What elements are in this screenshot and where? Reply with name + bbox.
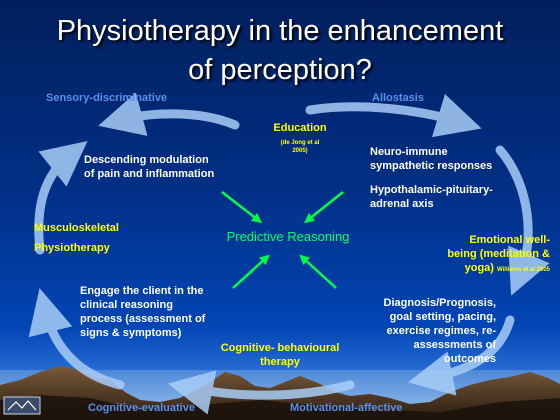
corner-label-motivational: Motivational-affective bbox=[290, 402, 403, 414]
engage-line-4: signs & symptoms) bbox=[80, 327, 182, 339]
neuro-immune-text: Neuro-immune sympathetic responses bbox=[370, 145, 492, 173]
emotional-line-1: Emotional well- bbox=[469, 234, 550, 246]
slide-title-line-2: of perception? bbox=[188, 54, 372, 86]
convergent-arrow-icon bbox=[221, 191, 262, 224]
logo-icon bbox=[3, 396, 41, 415]
diagnosis-line-3: exercise regimes, re- bbox=[386, 325, 496, 337]
musculoskeletal-label: Musculoskeletal bbox=[34, 222, 119, 234]
engage-line-1: Engage the client in the bbox=[80, 285, 204, 297]
emotional-line-3: yoga) bbox=[464, 262, 494, 274]
emotional-wellbeing-text: Emotional well- being (meditation & yoga… bbox=[400, 233, 550, 277]
education-citation: (de Jong et al 2005) bbox=[262, 139, 338, 155]
hpa-axis-text: Hypothalamic-pituitary- adrenal axis bbox=[370, 183, 493, 211]
hpa-line-2: adrenal axis bbox=[370, 198, 434, 210]
neuro-line-2: sympathetic responses bbox=[370, 160, 493, 172]
cycle-arrow-icon bbox=[495, 145, 550, 296]
cbt-line-2: therapy bbox=[260, 356, 300, 368]
emotional-line-2: being (meditation & bbox=[447, 248, 550, 260]
engage-line-2: clinical reasoning bbox=[80, 299, 173, 311]
engage-line-3: process (assessment of bbox=[80, 313, 206, 325]
diagnosis-line-4: assessments of bbox=[413, 339, 496, 351]
corner-label-allostasis: Allostasis bbox=[372, 92, 424, 104]
education-citation-line-2: 2005) bbox=[292, 148, 308, 154]
emotional-line-3-row: yoga) Williams et al 2005 bbox=[400, 261, 550, 277]
convergent-arrow-icon bbox=[232, 254, 270, 289]
cbt-text: Cognitive- behavioural therapy bbox=[210, 341, 350, 369]
predictive-reasoning-label: Predictive Reasoning bbox=[226, 229, 350, 244]
education-citation-line-1: (de Jong et al bbox=[280, 140, 320, 146]
descending-modulation-text: Descending modulation of pain and inflam… bbox=[84, 153, 214, 181]
cycle-arrow-icon bbox=[167, 370, 355, 415]
foreground-hills bbox=[0, 395, 560, 420]
convergent-arrow-icon bbox=[304, 191, 344, 224]
slide-title-line-1: Physiotherapy in the enhancement bbox=[56, 15, 504, 47]
corner-label-sensory: Sensory-discriminative bbox=[46, 92, 168, 104]
descending-line-1: Descending modulation bbox=[84, 154, 209, 166]
descending-line-2: of pain and inflammation bbox=[84, 168, 215, 180]
neuro-line-1: Neuro-immune bbox=[370, 146, 448, 158]
cycle-arrow-icon bbox=[28, 288, 125, 390]
emotional-citation: Williams et al 2005 bbox=[497, 267, 550, 273]
diagnosis-line-2: goal setting, pacing, bbox=[389, 311, 496, 323]
diagnosis-line-5: outcomes bbox=[444, 353, 496, 365]
education-label: Education bbox=[273, 122, 327, 134]
corner-label-cognitive-evaluative: Cognitive-evaluative bbox=[88, 402, 195, 414]
cycle-arrow-icon bbox=[34, 140, 88, 255]
engage-client-text: Engage the client in the clinical reason… bbox=[80, 284, 205, 340]
physiotherapy-label: Physiotherapy bbox=[34, 242, 110, 254]
cbt-line-1: Cognitive- behavioural bbox=[220, 342, 340, 354]
convergent-arrow-icon bbox=[299, 254, 337, 289]
cycle-arrow-icon bbox=[305, 93, 482, 138]
cycle-arrow-icon bbox=[407, 315, 515, 396]
diagnosis-text: Diagnosis/Prognosis, goal setting, pacin… bbox=[350, 296, 496, 366]
cycle-arrow-icon bbox=[98, 92, 240, 136]
hpa-line-1: Hypothalamic-pituitary- bbox=[370, 184, 493, 196]
diagnosis-line-1: Diagnosis/Prognosis, bbox=[383, 297, 496, 309]
